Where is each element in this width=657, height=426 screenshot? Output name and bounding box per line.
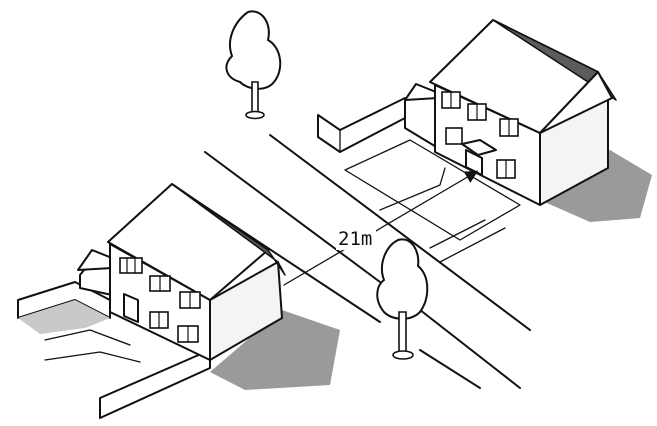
distance-arrow	[283, 170, 479, 286]
near-garden-wall	[99, 349, 211, 419]
far-garden-plot	[344, 139, 521, 241]
near-tree-canopy	[376, 238, 429, 320]
near-house-shadow	[210, 310, 340, 390]
near-tree	[376, 238, 429, 360]
road-edge-upper-left-far	[414, 305, 521, 389]
far-house-windows	[441, 91, 519, 179]
road-edge-lower-far	[419, 349, 481, 389]
road-edge-upper-left	[204, 151, 381, 283]
near-house-group	[17, 183, 340, 419]
far-tree-trunk	[251, 81, 259, 113]
far-tree	[225, 10, 282, 120]
near-house-side-wall	[209, 261, 283, 361]
near-house-windows	[119, 257, 201, 343]
far-tree-canopy	[225, 10, 282, 90]
far-house-group	[317, 19, 652, 263]
far-house-porch	[461, 139, 497, 156]
far-house-door	[465, 149, 483, 176]
far-boundary-wall	[317, 97, 406, 153]
near-tree-trunk	[398, 311, 407, 353]
far-house-shadow	[540, 150, 652, 222]
distance-measure: 21m	[283, 170, 479, 286]
road-edge-upper-right	[269, 134, 531, 331]
distance-label: 21m	[338, 228, 372, 250]
near-house-door	[123, 293, 139, 323]
